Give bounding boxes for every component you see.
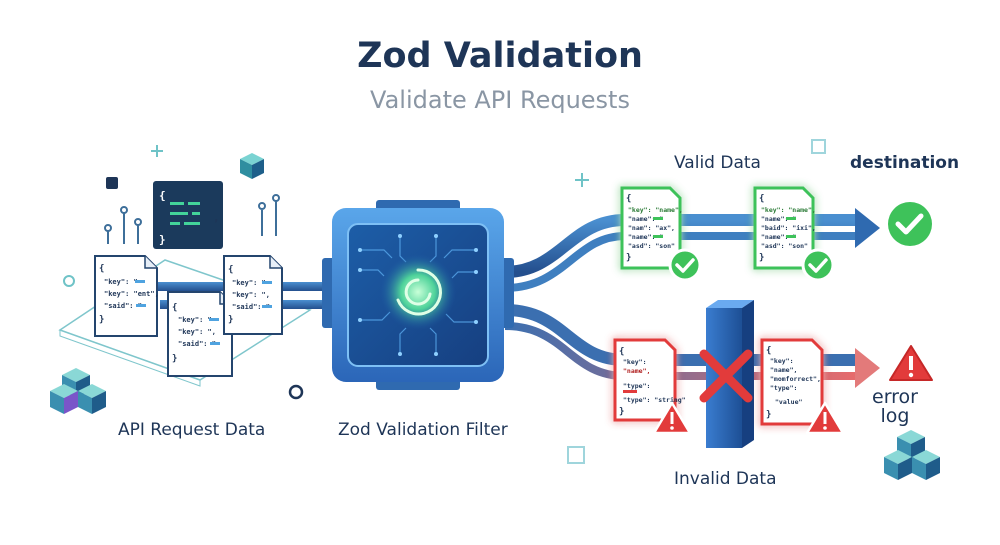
svg-text:"key":: "key": <box>770 357 793 365</box>
input-doc-3: { "key": " "key": ", "said": " } <box>223 255 283 335</box>
label-error-line1: error <box>872 386 918 408</box>
svg-text:"name",: "name", <box>770 366 797 374</box>
svg-text:"type": "string": "type": "string" <box>623 396 686 404</box>
svg-text:"name",: "name", <box>623 367 650 375</box>
svg-text:{: { <box>172 303 177 313</box>
svg-text:{: { <box>159 189 166 202</box>
svg-text:"name": ": "name": " <box>628 233 663 241</box>
svg-text:"momforrect",: "momforrect", <box>770 375 821 383</box>
svg-text:{: { <box>626 194 631 204</box>
svg-text:{: { <box>766 346 771 356</box>
valid-check-icon-2 <box>801 248 835 282</box>
svg-text:"baid": "ixi",: "baid": "ixi", <box>761 224 816 232</box>
cubes-icon-left <box>50 368 106 414</box>
label-api-request-data: API Request Data <box>118 420 266 440</box>
invalid-doc-1: { "key": "name", "type": "type": "string… <box>613 338 686 422</box>
svg-text:{: { <box>619 347 624 357</box>
label-zod-validation-filter: Zod Validation Filter <box>338 420 508 440</box>
svg-text:}: } <box>759 253 764 263</box>
invalid-pipe <box>504 304 880 388</box>
connector-dots <box>104 194 280 244</box>
check-circle-icon <box>888 202 932 246</box>
svg-text:"value": "value" <box>775 398 802 406</box>
svg-text:"key": ",: "key": ", <box>232 291 270 299</box>
label-destination: destination <box>850 153 960 173</box>
valid-pipe <box>504 208 880 292</box>
svg-text:"key": "ent",: "key": "ent", <box>104 290 159 298</box>
svg-text:}: } <box>619 407 624 417</box>
code-snippet-panel: { } , <box>153 181 223 249</box>
label-error-line2: log <box>880 405 910 427</box>
svg-text:}: } <box>228 315 233 325</box>
input-doc-1: { "key": " "key": "ent", "said": " } <box>94 255 159 337</box>
invalid-doc-2: { "key": "name", "momforrect", "type": "… <box>760 338 824 426</box>
glowing-swirl-icon <box>380 254 456 330</box>
label-valid-data: Valid Data <box>674 153 761 173</box>
input-doc-2: { "key": " "key": ", "said": " } <box>167 291 233 377</box>
svg-text:"key": ",: "key": ", <box>178 328 216 336</box>
svg-text:}: } <box>99 315 104 325</box>
warning-triangle-icon <box>889 345 933 381</box>
error-log-cubes-icon <box>884 430 940 480</box>
svg-text:"key": "name",: "key": "name", <box>761 206 816 214</box>
zod-validation-filter-chip <box>322 200 514 390</box>
svg-text:{: { <box>228 265 233 275</box>
warning-icon-1 <box>652 401 692 435</box>
svg-text:"type":: "type": <box>770 384 797 392</box>
svg-text:"said": ": "said": " <box>178 340 216 348</box>
svg-text:"asd": "son": "asd": "son" <box>761 242 808 250</box>
input-doc-1-line: { <box>99 264 104 274</box>
svg-text:"name": ": "name": " <box>761 233 796 241</box>
svg-text:"key": ": "key": " <box>232 279 266 287</box>
svg-text:"name": ": "name": " <box>761 215 796 223</box>
svg-text:"key": "name",: "key": "name", <box>628 206 683 214</box>
svg-text:}: } <box>766 410 771 420</box>
svg-text:"said": ": "said": " <box>104 302 142 310</box>
svg-text:"nam": "ax",: "nam": "ax", <box>628 224 675 232</box>
svg-text:"asd": "son": "asd": "son" <box>628 242 675 250</box>
cube-icon-small <box>240 153 264 179</box>
svg-text:}: } <box>172 354 177 364</box>
valid-doc-2: { "key": "name", "name": " "baid": "ixi"… <box>753 186 816 270</box>
svg-text:,: , <box>213 211 220 224</box>
page-title: Zod Validation <box>357 36 643 76</box>
svg-text:}: } <box>626 253 631 263</box>
svg-text:"key": ": "key": " <box>178 316 212 324</box>
warning-icon-2 <box>805 401 845 435</box>
label-error-log: error log <box>872 388 918 426</box>
svg-text:"type":: "type": <box>623 382 650 390</box>
svg-text:}: } <box>159 233 166 246</box>
svg-text:{: { <box>759 194 764 204</box>
decorative-shapes <box>63 139 826 464</box>
valid-check-icon-1 <box>668 248 702 282</box>
svg-text:"key": ": "key": " <box>104 278 138 286</box>
valid-doc-1: { "key": "name", "name": " "nam": "ax", … <box>620 186 683 270</box>
label-invalid-data: Invalid Data <box>674 469 777 489</box>
svg-text:"said": ": "said": " <box>232 303 270 311</box>
svg-text:"key":: "key": <box>623 358 646 366</box>
svg-text:"name": ": "name": " <box>628 215 663 223</box>
page-subtitle: Validate API Requests <box>370 86 630 114</box>
red-x-icon <box>699 349 753 403</box>
